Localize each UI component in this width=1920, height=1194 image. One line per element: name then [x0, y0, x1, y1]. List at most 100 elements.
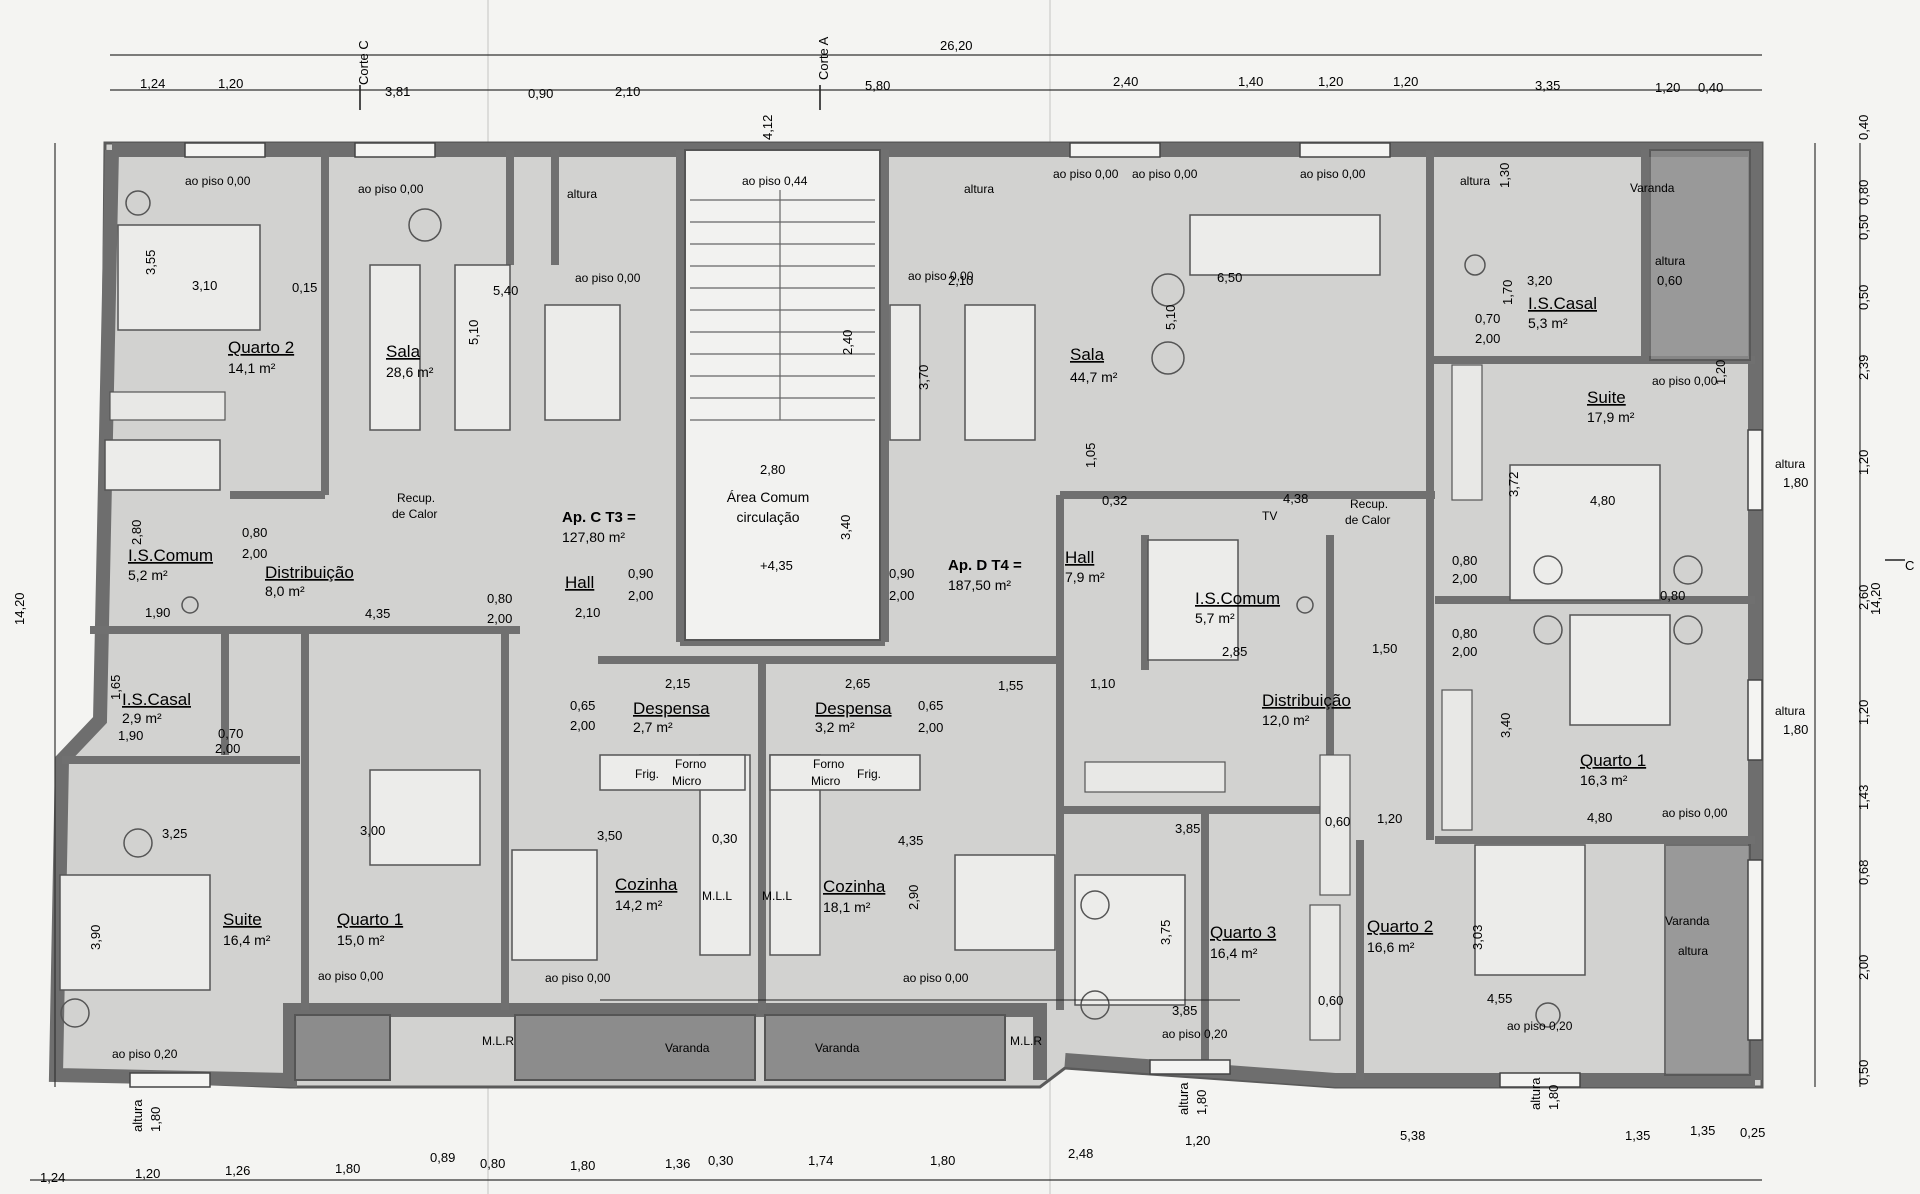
section-side-label: C — [1905, 558, 1914, 573]
svg-text:M.L.L: M.L.L — [762, 889, 792, 903]
wardrobes — [109, 364, 1483, 1041]
svg-text:0,68: 0,68 — [1856, 860, 1871, 885]
dims-top: 26,20 1,24 1,20 3,81 0,90 2,10 5,80 2,40… — [140, 38, 1723, 101]
svg-text:2,15: 2,15 — [665, 676, 690, 691]
svg-text:2,00: 2,00 — [487, 611, 512, 626]
svg-text:0,30: 0,30 — [712, 831, 737, 846]
room-area: 44,7 m² — [1070, 369, 1118, 385]
svg-text:altura: altura — [1655, 254, 1685, 268]
svg-text:0,50: 0,50 — [1856, 215, 1871, 240]
svg-text:0,65: 0,65 — [918, 698, 943, 713]
svg-text:1,80: 1,80 — [1194, 1090, 1209, 1115]
room-area: 2,7 m² — [633, 719, 673, 735]
bed — [59, 874, 211, 991]
svg-text:2,00: 2,00 — [1452, 571, 1477, 586]
svg-text:0,90: 0,90 — [528, 86, 553, 101]
svg-text:0,30: 0,30 — [708, 1153, 733, 1168]
svg-text:0,90: 0,90 — [889, 566, 914, 581]
bed — [117, 224, 261, 331]
svg-text:4,12: 4,12 — [760, 115, 775, 140]
svg-text:4,35: 4,35 — [365, 606, 390, 621]
bed — [1074, 874, 1186, 1006]
dimension-lines — [30, 54, 1861, 1181]
svg-text:3,85: 3,85 — [1172, 1003, 1197, 1018]
room-area: 16,4 m² — [223, 932, 271, 948]
room-name: Sala — [386, 342, 421, 361]
room-area: 16,3 m² — [1580, 772, 1628, 788]
svg-text:4,55: 4,55 — [1487, 991, 1512, 1006]
svg-text:0,40: 0,40 — [1698, 80, 1723, 95]
svg-text:altura: altura — [567, 187, 597, 201]
svg-text:0,80: 0,80 — [487, 591, 512, 606]
room-area: 14,2 m² — [615, 897, 663, 913]
svg-text:3,81: 3,81 — [385, 84, 410, 99]
svg-text:2,00: 2,00 — [215, 741, 240, 756]
svg-text:5,80: 5,80 — [865, 78, 890, 93]
svg-text:1,20: 1,20 — [1393, 74, 1418, 89]
svg-text:0,40: 0,40 — [1856, 115, 1871, 140]
room-name: Quarto 1 — [1580, 751, 1646, 770]
apt-c-name: Ap. C T3 = — [562, 509, 636, 526]
svg-text:de Calor: de Calor — [1345, 513, 1390, 527]
svg-text:ao piso 0,00: ao piso 0,00 — [318, 969, 384, 983]
svg-text:0,80: 0,80 — [1452, 553, 1477, 568]
svg-text:0,65: 0,65 — [570, 698, 595, 713]
svg-text:ao piso 0,00: ao piso 0,00 — [1132, 167, 1198, 181]
svg-text:6,50: 6,50 — [1217, 270, 1242, 285]
svg-text:2,80: 2,80 — [129, 520, 144, 545]
svg-text:ao piso 0,00: ao piso 0,00 — [358, 182, 424, 196]
svg-text:1,20: 1,20 — [218, 76, 243, 91]
svg-text:0,80: 0,80 — [480, 1156, 505, 1171]
svg-text:ao piso 0,00: ao piso 0,00 — [185, 174, 251, 188]
room-area: 2,9 m² — [122, 710, 162, 726]
svg-text:altura: altura — [1775, 704, 1805, 718]
room-area: 17,9 m² — [1587, 409, 1635, 425]
svg-text:1,50: 1,50 — [1372, 641, 1397, 656]
svg-text:1,80: 1,80 — [335, 1161, 360, 1176]
svg-text:ao piso 0,00: ao piso 0,00 — [575, 271, 641, 285]
svg-text:3,70: 3,70 — [916, 365, 931, 390]
room-name: Quarto 1 — [337, 910, 403, 929]
svg-text:3,75: 3,75 — [1158, 920, 1173, 945]
apt-c-area: 127,80 m² — [562, 529, 625, 545]
dining-table — [954, 854, 1056, 951]
svg-text:3,00: 3,00 — [360, 823, 385, 838]
room-area: 5,2 m² — [128, 567, 168, 583]
common-area-title: Área Comum — [727, 489, 809, 505]
svg-text:altura: altura — [1460, 174, 1490, 188]
svg-text:2,39: 2,39 — [1856, 355, 1871, 380]
dining-table — [511, 849, 598, 961]
svg-text:ao piso 0,00: ao piso 0,00 — [1053, 167, 1119, 181]
room-name: Sala — [1070, 345, 1105, 364]
bed — [369, 769, 481, 866]
dims-right: 0,40 0,80 0,50 0,50 2,39 1,20 2,60 1,20 … — [12, 115, 1883, 1085]
svg-text:1,10: 1,10 — [1090, 676, 1115, 691]
svg-text:2,85: 2,85 — [1222, 644, 1247, 659]
svg-text:ao piso 0,44: ao piso 0,44 — [742, 174, 808, 188]
svg-text:1,90: 1,90 — [118, 728, 143, 743]
bed — [1569, 614, 1671, 726]
svg-text:1,40: 1,40 — [1238, 74, 1263, 89]
svg-text:2,00: 2,00 — [570, 718, 595, 733]
svg-text:1,20: 1,20 — [1377, 811, 1402, 826]
svg-text:ao piso 0,20: ao piso 0,20 — [1162, 1027, 1228, 1041]
room-name: Quarto 3 — [1210, 923, 1276, 942]
windows — [129, 142, 1763, 1088]
svg-text:2,00: 2,00 — [889, 588, 914, 603]
svg-text:0,80: 0,80 — [1660, 588, 1685, 603]
svg-text:ao piso 0,00: ao piso 0,00 — [903, 971, 969, 985]
bed — [1509, 464, 1661, 601]
svg-text:ao piso 0,20: ao piso 0,20 — [1507, 1019, 1573, 1033]
sofa — [1189, 214, 1381, 276]
room-name: Despensa — [815, 699, 892, 718]
svg-text:Micro: Micro — [811, 774, 841, 788]
room-name: Cozinha — [615, 875, 678, 894]
svg-text:altura: altura — [1176, 1082, 1191, 1115]
svg-text:2,00: 2,00 — [242, 546, 267, 561]
room-area: 28,6 m² — [386, 364, 434, 380]
svg-text:3,72: 3,72 — [1506, 472, 1521, 497]
svg-text:3,20: 3,20 — [1527, 273, 1552, 288]
svg-text:Forno: Forno — [813, 757, 845, 771]
svg-text:3,25: 3,25 — [162, 826, 187, 841]
svg-text:1,65: 1,65 — [108, 675, 123, 700]
